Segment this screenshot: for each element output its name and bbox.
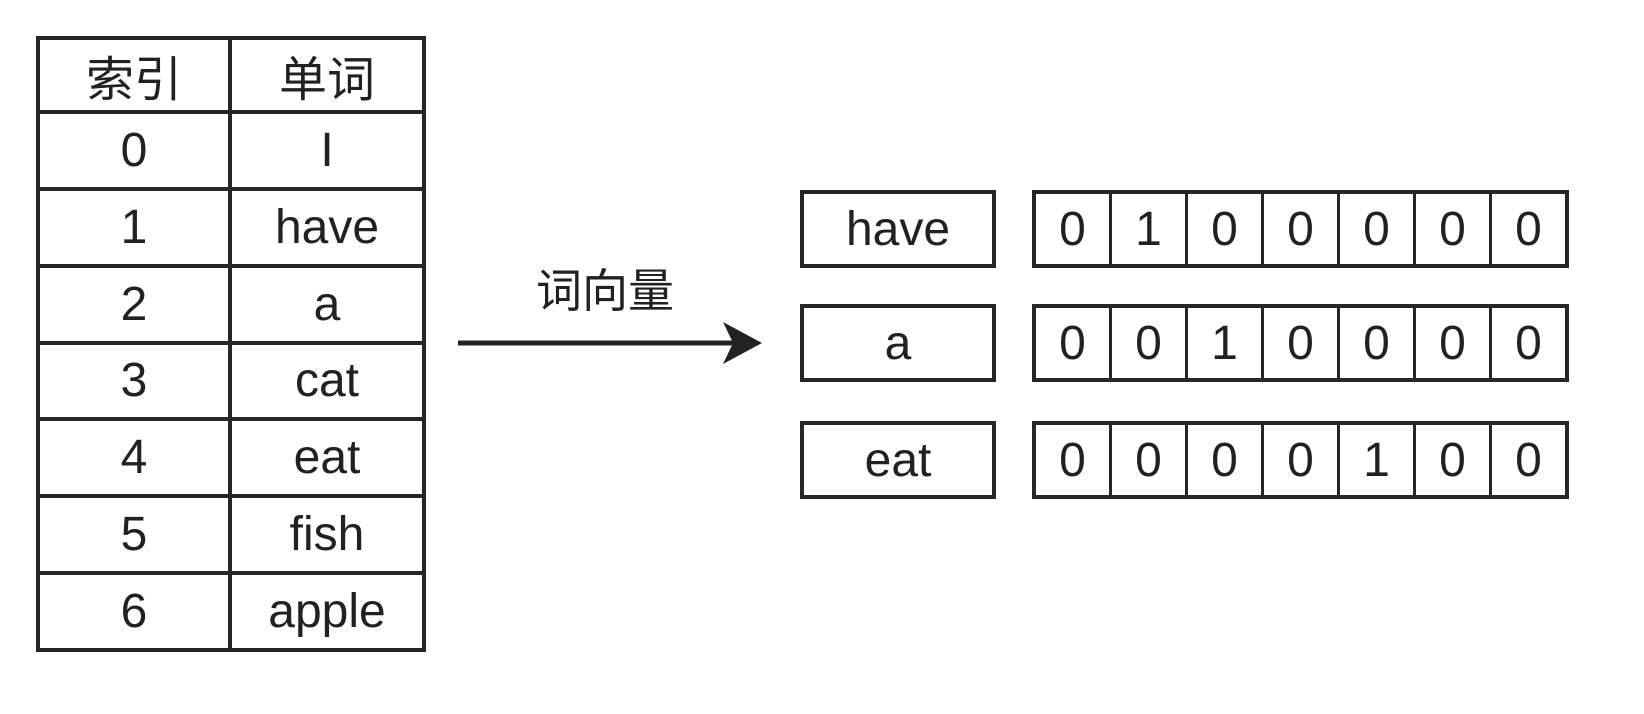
vector-cell: 0: [1489, 308, 1565, 378]
arrow-label: 词向量: [536, 265, 674, 317]
vocab-header-cell: 单词: [228, 36, 426, 114]
vocab-word-cell: apple: [228, 571, 426, 652]
vector-cell: 0: [1059, 202, 1086, 256]
vocab-word-cell: have: [228, 186, 426, 268]
vector-cell: 0: [1109, 425, 1185, 495]
vocab-word-cell: a: [228, 263, 426, 345]
vocab-index-cell: 5: [36, 494, 232, 576]
vocab-header-row: 索引单词: [36, 36, 426, 114]
vector-cell: 0: [1185, 425, 1261, 495]
vocab-word-cell: I: [228, 110, 426, 191]
vector-cell: 0: [1337, 194, 1413, 264]
vector-cell: 0: [1489, 194, 1565, 264]
vector-cell: 0: [1185, 194, 1261, 264]
vocab-index-cell: 2: [36, 263, 232, 345]
vector-cell: 0: [1489, 425, 1565, 495]
vocab-word-cell: cat: [228, 340, 426, 422]
vector-cell: 0: [1413, 425, 1489, 495]
vocab-word-cell: eat: [228, 417, 426, 499]
encoding-word-box: eat: [800, 421, 996, 499]
vocab-index-cell: 3: [36, 340, 232, 422]
vector-cell: 1: [1337, 425, 1413, 495]
vector-cell: 0: [1059, 316, 1086, 370]
vocab-index-cell: 4: [36, 417, 232, 499]
vector-cell: 0: [1413, 308, 1489, 378]
vector-cell: 0: [1413, 194, 1489, 264]
vector-cell: 0: [1109, 308, 1185, 378]
vector-cell: 0: [1261, 425, 1337, 495]
vector-cell: 0: [1261, 308, 1337, 378]
arrow-right-icon: [458, 322, 762, 364]
encoding-word-box: have: [800, 190, 996, 268]
vocab-header-cell: 索引: [36, 36, 232, 114]
vector-cell: 1: [1109, 194, 1185, 264]
vocab-index-cell: 6: [36, 571, 232, 652]
vector-cell: 1: [1185, 308, 1261, 378]
arrow-head: [723, 322, 762, 364]
vocab-index-cell: 1: [36, 186, 232, 268]
vector-cell: 0: [1059, 433, 1086, 487]
encoding-word-box: a: [800, 304, 996, 382]
vocab-index-cell: 0: [36, 110, 232, 191]
vocab-word-cell: fish: [228, 494, 426, 576]
vector-cell: 0: [1337, 308, 1413, 378]
vector-cell: 0: [1261, 194, 1337, 264]
